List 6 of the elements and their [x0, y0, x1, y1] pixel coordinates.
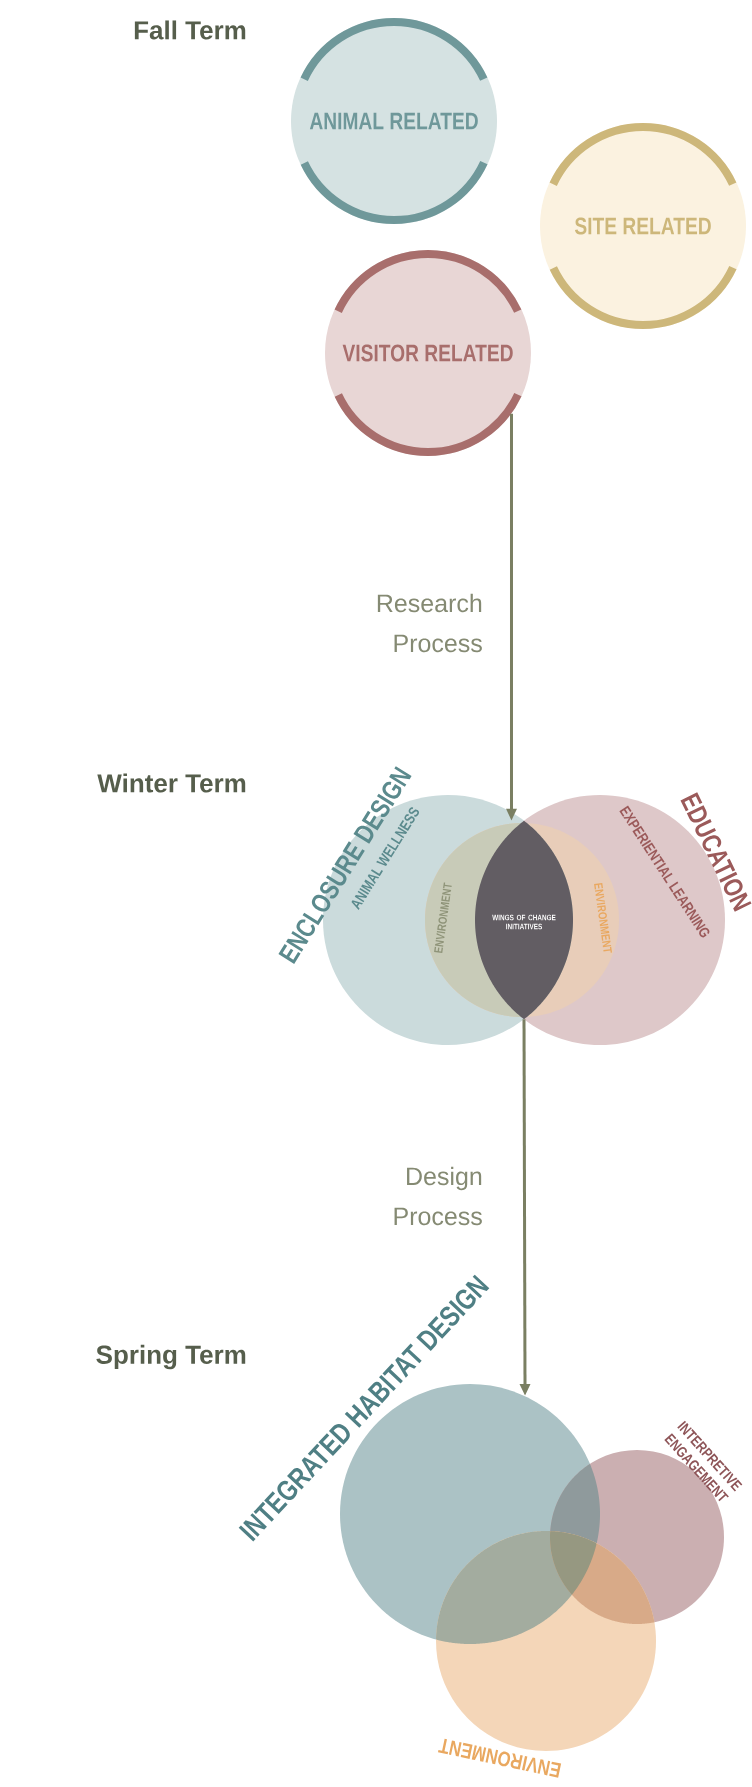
edge-label: Research Process: [377, 593, 482, 653]
edge-label: Design Process: [394, 1166, 482, 1226]
term-heading: Spring Term: [96, 1344, 246, 1370]
venn-intersection: WINGS OF CHANGE INITIATIVES: [475, 820, 573, 1020]
term-heading: Winter Term: [97, 773, 246, 793]
term-heading: Fall Term: [134, 20, 246, 40]
